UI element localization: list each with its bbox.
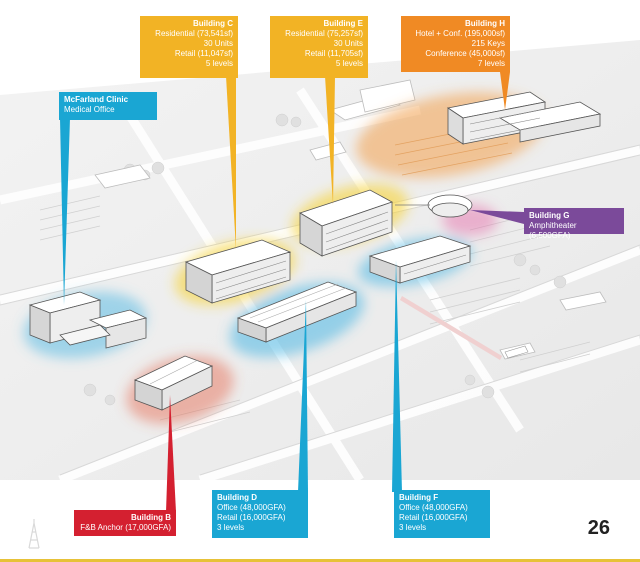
callout-mcfarland-clinic: McFarland Clinic Medical Office	[59, 92, 157, 120]
callout-line: 215 Keys	[471, 39, 505, 48]
leader-building-d	[298, 300, 308, 492]
tower-logo-icon	[28, 519, 40, 549]
leader-building-b	[166, 395, 176, 512]
leader-building-e	[325, 76, 335, 205]
callout-line: Conference (45,000sf)	[425, 49, 505, 58]
mcfarland-clinic-model	[28, 291, 148, 349]
callout-line: 7 levels	[477, 59, 505, 68]
callout-line: Retail (11,705sf)	[304, 49, 363, 58]
bottom-accent-line	[0, 559, 640, 562]
callout-title: Building B	[131, 513, 171, 522]
callout-building-c: Building C Residential (73,541sf) 30 Uni…	[140, 16, 238, 78]
page-number: 26	[587, 517, 610, 539]
callout-line: Retail (16,000GFA)	[217, 513, 286, 522]
building-h-model	[446, 91, 602, 145]
building-e-model	[299, 189, 393, 257]
building-g-model	[395, 194, 473, 218]
callout-title: McFarland Clinic	[64, 95, 129, 104]
callout-title: Building E	[323, 19, 363, 28]
callout-line: Office (48,000GFA)	[399, 503, 468, 512]
minor-structures	[400, 296, 529, 360]
callout-line: F&B Anchor (17,000GFA)	[80, 523, 171, 532]
callout-line: Office (48,000GFA)	[217, 503, 286, 512]
callout-line: Residential (73,541sf)	[155, 29, 233, 38]
callout-line: Medical Office	[64, 105, 115, 114]
callout-line: Residential (75,257sf)	[285, 29, 363, 38]
callout-line: 3 levels	[217, 523, 245, 532]
callout-line: 3 levels	[399, 523, 427, 532]
leader-building-c	[226, 76, 236, 250]
callout-building-b: Building B F&B Anchor (17,000GFA)	[74, 510, 176, 536]
callout-line: Amphitheater (6,500GFA)	[529, 221, 577, 240]
leader-building-h	[500, 72, 510, 110]
callout-title: Building F	[399, 493, 439, 502]
callout-building-d: Building D Office (48,000GFA) Retail (16…	[212, 490, 308, 538]
callout-line: 30 Units	[333, 39, 363, 48]
building-d-model	[236, 281, 358, 343]
building-c-model	[184, 239, 292, 304]
leader-lines	[60, 72, 524, 512]
callout-line: 5 levels	[205, 59, 233, 68]
callout-line: Hotel + Conf. (195,000sf)	[415, 29, 505, 38]
leader-building-g	[470, 210, 524, 224]
callout-line: 30 Units	[203, 39, 233, 48]
callout-title: Building G	[529, 211, 570, 220]
callout-line: 5 levels	[335, 59, 363, 68]
callout-title: Building D	[217, 493, 257, 502]
callout-building-g: Building G Amphitheater (6,500GFA)	[524, 208, 624, 240]
callout-building-e: Building E Residential (75,257sf) 30 Uni…	[270, 16, 368, 78]
callout-building-f: Building F Office (48,000GFA) Retail (16…	[394, 490, 490, 538]
leader-mcfarland	[60, 118, 70, 305]
callout-line: Retail (16,000GFA)	[399, 513, 468, 522]
building-b-model	[133, 355, 214, 411]
leader-building-f	[392, 260, 402, 492]
callout-building-h: Building H Hotel + Conf. (195,000sf) 215…	[401, 16, 510, 72]
background-buildings	[94, 79, 607, 360]
callout-title: Building C	[193, 19, 233, 28]
building-f-model	[368, 235, 472, 284]
callout-line: Retail (11,047sf)	[174, 49, 233, 58]
callout-title: Building H	[465, 19, 505, 28]
